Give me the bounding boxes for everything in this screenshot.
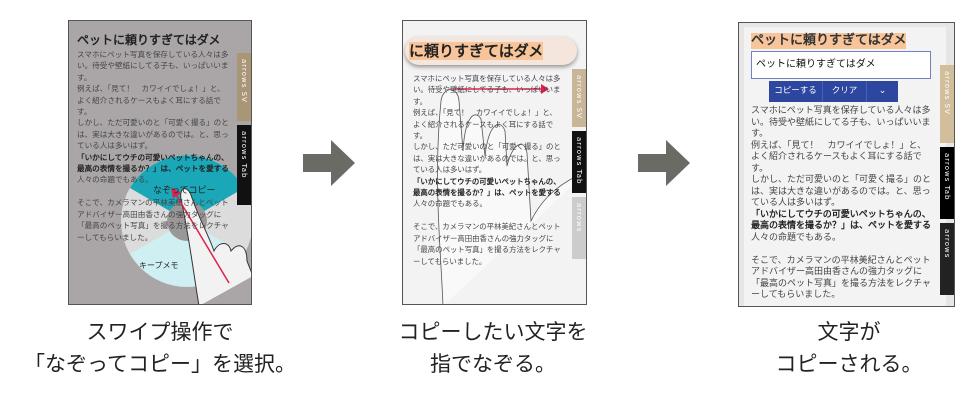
article-line: 「最高のペット写真」を撮る方法をレクチャ bbox=[413, 245, 561, 255]
article-line: 「いかにしてウチの可愛いペットちゃんの、 bbox=[77, 152, 229, 162]
caption-line: スワイプ操作で bbox=[86, 320, 234, 344]
caption-line: 「なぞってコピー」を選択。 bbox=[24, 352, 296, 376]
menu-item-trace-copy[interactable]: なぞってコピー bbox=[153, 186, 216, 196]
article-line: は、実は大きな違いがあるのでは。と、思っ bbox=[77, 129, 229, 139]
caption-line: 文字が bbox=[817, 320, 881, 344]
tab-label: arrows bbox=[943, 229, 951, 259]
step2-caption: コピーしたい文字を 指でなぞる。 bbox=[343, 316, 643, 380]
next-step-arrow-icon bbox=[638, 140, 690, 186]
article-line: す。 bbox=[77, 107, 92, 117]
article-line: よく紹介されるケースもよく耳にする話で bbox=[413, 119, 554, 129]
article-line: 最高の表情を撮るか？」は、ペットを愛する bbox=[413, 188, 561, 198]
article-title: ペットに頼りすぎてはダメ bbox=[751, 33, 907, 49]
step2-screen: スマホにペット写真を保存している人々は多い。待受や壁紙にしてる子も、いっぱいいま… bbox=[402, 20, 587, 305]
article-line: スマホにペット写真を保存している人々は多 bbox=[413, 74, 561, 83]
clear-button[interactable]: クリア bbox=[823, 81, 867, 102]
article-line: アドバイザー高田由香さんの強力タッグに bbox=[77, 209, 222, 219]
article-line: す。 bbox=[413, 96, 428, 106]
copy-toolbar: コピーする クリア ⌄ bbox=[769, 81, 898, 102]
article-line: 例えば、「見て！ カワイイでしょ！」と、 bbox=[413, 108, 557, 118]
article-line: 「最高のペット写真」を撮る方法をレクチャ bbox=[751, 278, 931, 289]
side-tab-arrows-tab[interactable]: arrows Tab bbox=[237, 125, 251, 205]
article-line: は、実は大きな違いがあるのでは。と、思っ bbox=[751, 186, 931, 197]
article-line: そこで、カメラマンの平林美紀さんとペット bbox=[77, 198, 229, 208]
article-line: 例えば、「見て！ カワイイでしょ！」と、 bbox=[77, 84, 225, 94]
side-tab-arrows-tab[interactable]: arrows Tab bbox=[940, 147, 954, 219]
caption-line: コピーしたい文字を bbox=[398, 320, 588, 344]
article-line: スマホにペット写真を保存している人々は多 bbox=[77, 50, 229, 59]
step1-screen: ペットに頼りすぎてはダメスマホにペット写真を保存している人々は多い。待受や壁紙に… bbox=[68, 20, 252, 305]
side-tab-arrows-sv[interactable]: arrows SV bbox=[237, 53, 251, 121]
article-line: す。 bbox=[77, 72, 92, 82]
article: ペットに頼りすぎてはダメスマホにペット写真を保存している人々は多い。待受や壁紙に… bbox=[77, 31, 229, 243]
article-line: 例えば、「見て！ カワイイでしょ！」と、 bbox=[751, 140, 927, 151]
swipe-menu-wheel[interactable] bbox=[69, 21, 252, 305]
article-line bbox=[751, 244, 931, 256]
article-line: す。 bbox=[413, 131, 428, 141]
article-line: す。 bbox=[751, 163, 769, 174]
article: スマホにペット写真を保存している人々は多い。待受や壁紙にしてる子も、いっぱいいま… bbox=[413, 73, 561, 267]
article-line: は、実は大きな違いがあるのでは。と、思っ bbox=[413, 153, 561, 163]
article-line: よく紹介されるケースもよく耳にする話で bbox=[751, 152, 922, 162]
article-line: しかし、ただ可愛いのと「可愛く撮る」のと bbox=[751, 175, 932, 185]
side-tab-arrows[interactable]: arrows bbox=[572, 197, 586, 259]
article-line: 人々の命題でもある。 bbox=[413, 199, 487, 209]
copied-text-value: ペットに頼りすぎてはダメ bbox=[756, 59, 876, 70]
article-line: 人々の命題でもある。 bbox=[77, 175, 153, 185]
article-line: ている人は多いはず。 bbox=[413, 165, 487, 175]
finger-hand-icon bbox=[437, 84, 586, 304]
article-line: ーしてもらいました。 bbox=[751, 290, 841, 300]
side-tab-arrows-sv[interactable]: arrows SV bbox=[572, 69, 586, 127]
article-line: そこで、カメラマンの平林美紀さんとペット bbox=[413, 222, 561, 232]
article-title: ペットに頼りすぎてはダメ bbox=[77, 33, 221, 47]
article-line: 最高の表情を撮るか？」は、ペットを愛する bbox=[77, 164, 229, 174]
article-line: ている人は多いはず。 bbox=[77, 141, 153, 151]
article-line: 最高の表情を撮るか？」は、ペットを愛する bbox=[751, 221, 932, 231]
article-line: ーしてもらいました。 bbox=[77, 232, 153, 242]
magnifier: に頼りすぎてはダメ bbox=[405, 37, 577, 65]
chevron-down-icon[interactable]: ⌄ bbox=[878, 86, 887, 96]
article-line: い。待受や壁紙にしてる子も、いっぱいいま bbox=[77, 61, 229, 71]
side-tab-arrows-tab[interactable]: arrows Tab bbox=[572, 131, 586, 193]
article-line: い。待受や壁紙にしてる子も、いっぱいいま bbox=[751, 117, 931, 128]
article-line: しかし、ただ可愛いのと「可愛く撮る」のと bbox=[413, 142, 561, 152]
article-header: ペットに頼りすぎてはダメ bbox=[751, 29, 907, 49]
step3-caption: 文字が コピーされる。 bbox=[699, 316, 980, 380]
article-line: 人々の命題でもある。 bbox=[751, 232, 842, 243]
article-line: い。待受や壁紙にしてる子も、いっぱいいま bbox=[413, 85, 561, 95]
copied-text-field[interactable]: ペットに頼りすぎてはダメ bbox=[751, 51, 931, 79]
caption-line: 指でなぞる。 bbox=[430, 352, 556, 376]
step1-caption: スワイプ操作で 「なぞってコピー」を選択。 bbox=[10, 316, 310, 380]
side-tab-arrows-sv[interactable]: arrows SV bbox=[940, 65, 954, 143]
tab-label: arrows SV bbox=[240, 59, 248, 103]
article-line: しかし、ただ可愛いのと「可愛く撮る」のと bbox=[77, 118, 229, 128]
next-step-arrow-icon bbox=[303, 140, 355, 186]
menu-item-keep-memo[interactable]: キープメモ bbox=[139, 261, 179, 270]
article-line: ーしてもらいました。 bbox=[413, 256, 487, 266]
article-line: 「最高のペット写真」を撮る方法をレクチャ bbox=[77, 221, 229, 231]
article-line: アドバイザー高田由香さんの強力タッグに bbox=[413, 233, 554, 243]
article-line: 「いかにしてウチの可愛いペットちゃんの、 bbox=[751, 209, 931, 220]
copy-button[interactable]: コピーする bbox=[769, 81, 823, 102]
tab-label: arrows SV bbox=[575, 75, 583, 119]
article-line: 「いかにしてウチの可愛いペットちゃんの、 bbox=[413, 176, 561, 186]
tab-label: arrows Tab bbox=[575, 137, 583, 185]
tab-label: arrows Tab bbox=[943, 153, 951, 201]
article-line: ている人は多いはず。 bbox=[751, 198, 841, 208]
article-line: スマホにペット写真を保存している人々は多 bbox=[751, 106, 931, 116]
magnified-text: に頼りすぎてはダメ bbox=[409, 42, 544, 60]
side-tab-arrows[interactable]: arrows bbox=[940, 223, 954, 295]
article-line bbox=[413, 210, 561, 221]
step3-screen: ペットに頼りすぎてはダメ ペットに頼りすぎてはダメ コピーする クリア ⌄ スマ… bbox=[738, 22, 955, 307]
tab-label: arrows bbox=[575, 203, 583, 233]
article-line: す。 bbox=[751, 129, 769, 139]
article-line: そこで、カメラマンの平林美紀さんとペット bbox=[751, 255, 931, 266]
tab-label: arrows SV bbox=[943, 71, 951, 115]
article-line: よく紹介されるケースもよく耳にする話で bbox=[77, 95, 221, 105]
article: スマホにペット写真を保存している人々は多い。待受や壁紙にしてる子も、いっぱいいま… bbox=[751, 106, 931, 302]
tab-label: arrows Tab bbox=[240, 131, 248, 179]
caption-line: コピーされる。 bbox=[775, 352, 923, 376]
article-line: アドバイザー高田由香さんの強力タッグに bbox=[751, 267, 923, 277]
